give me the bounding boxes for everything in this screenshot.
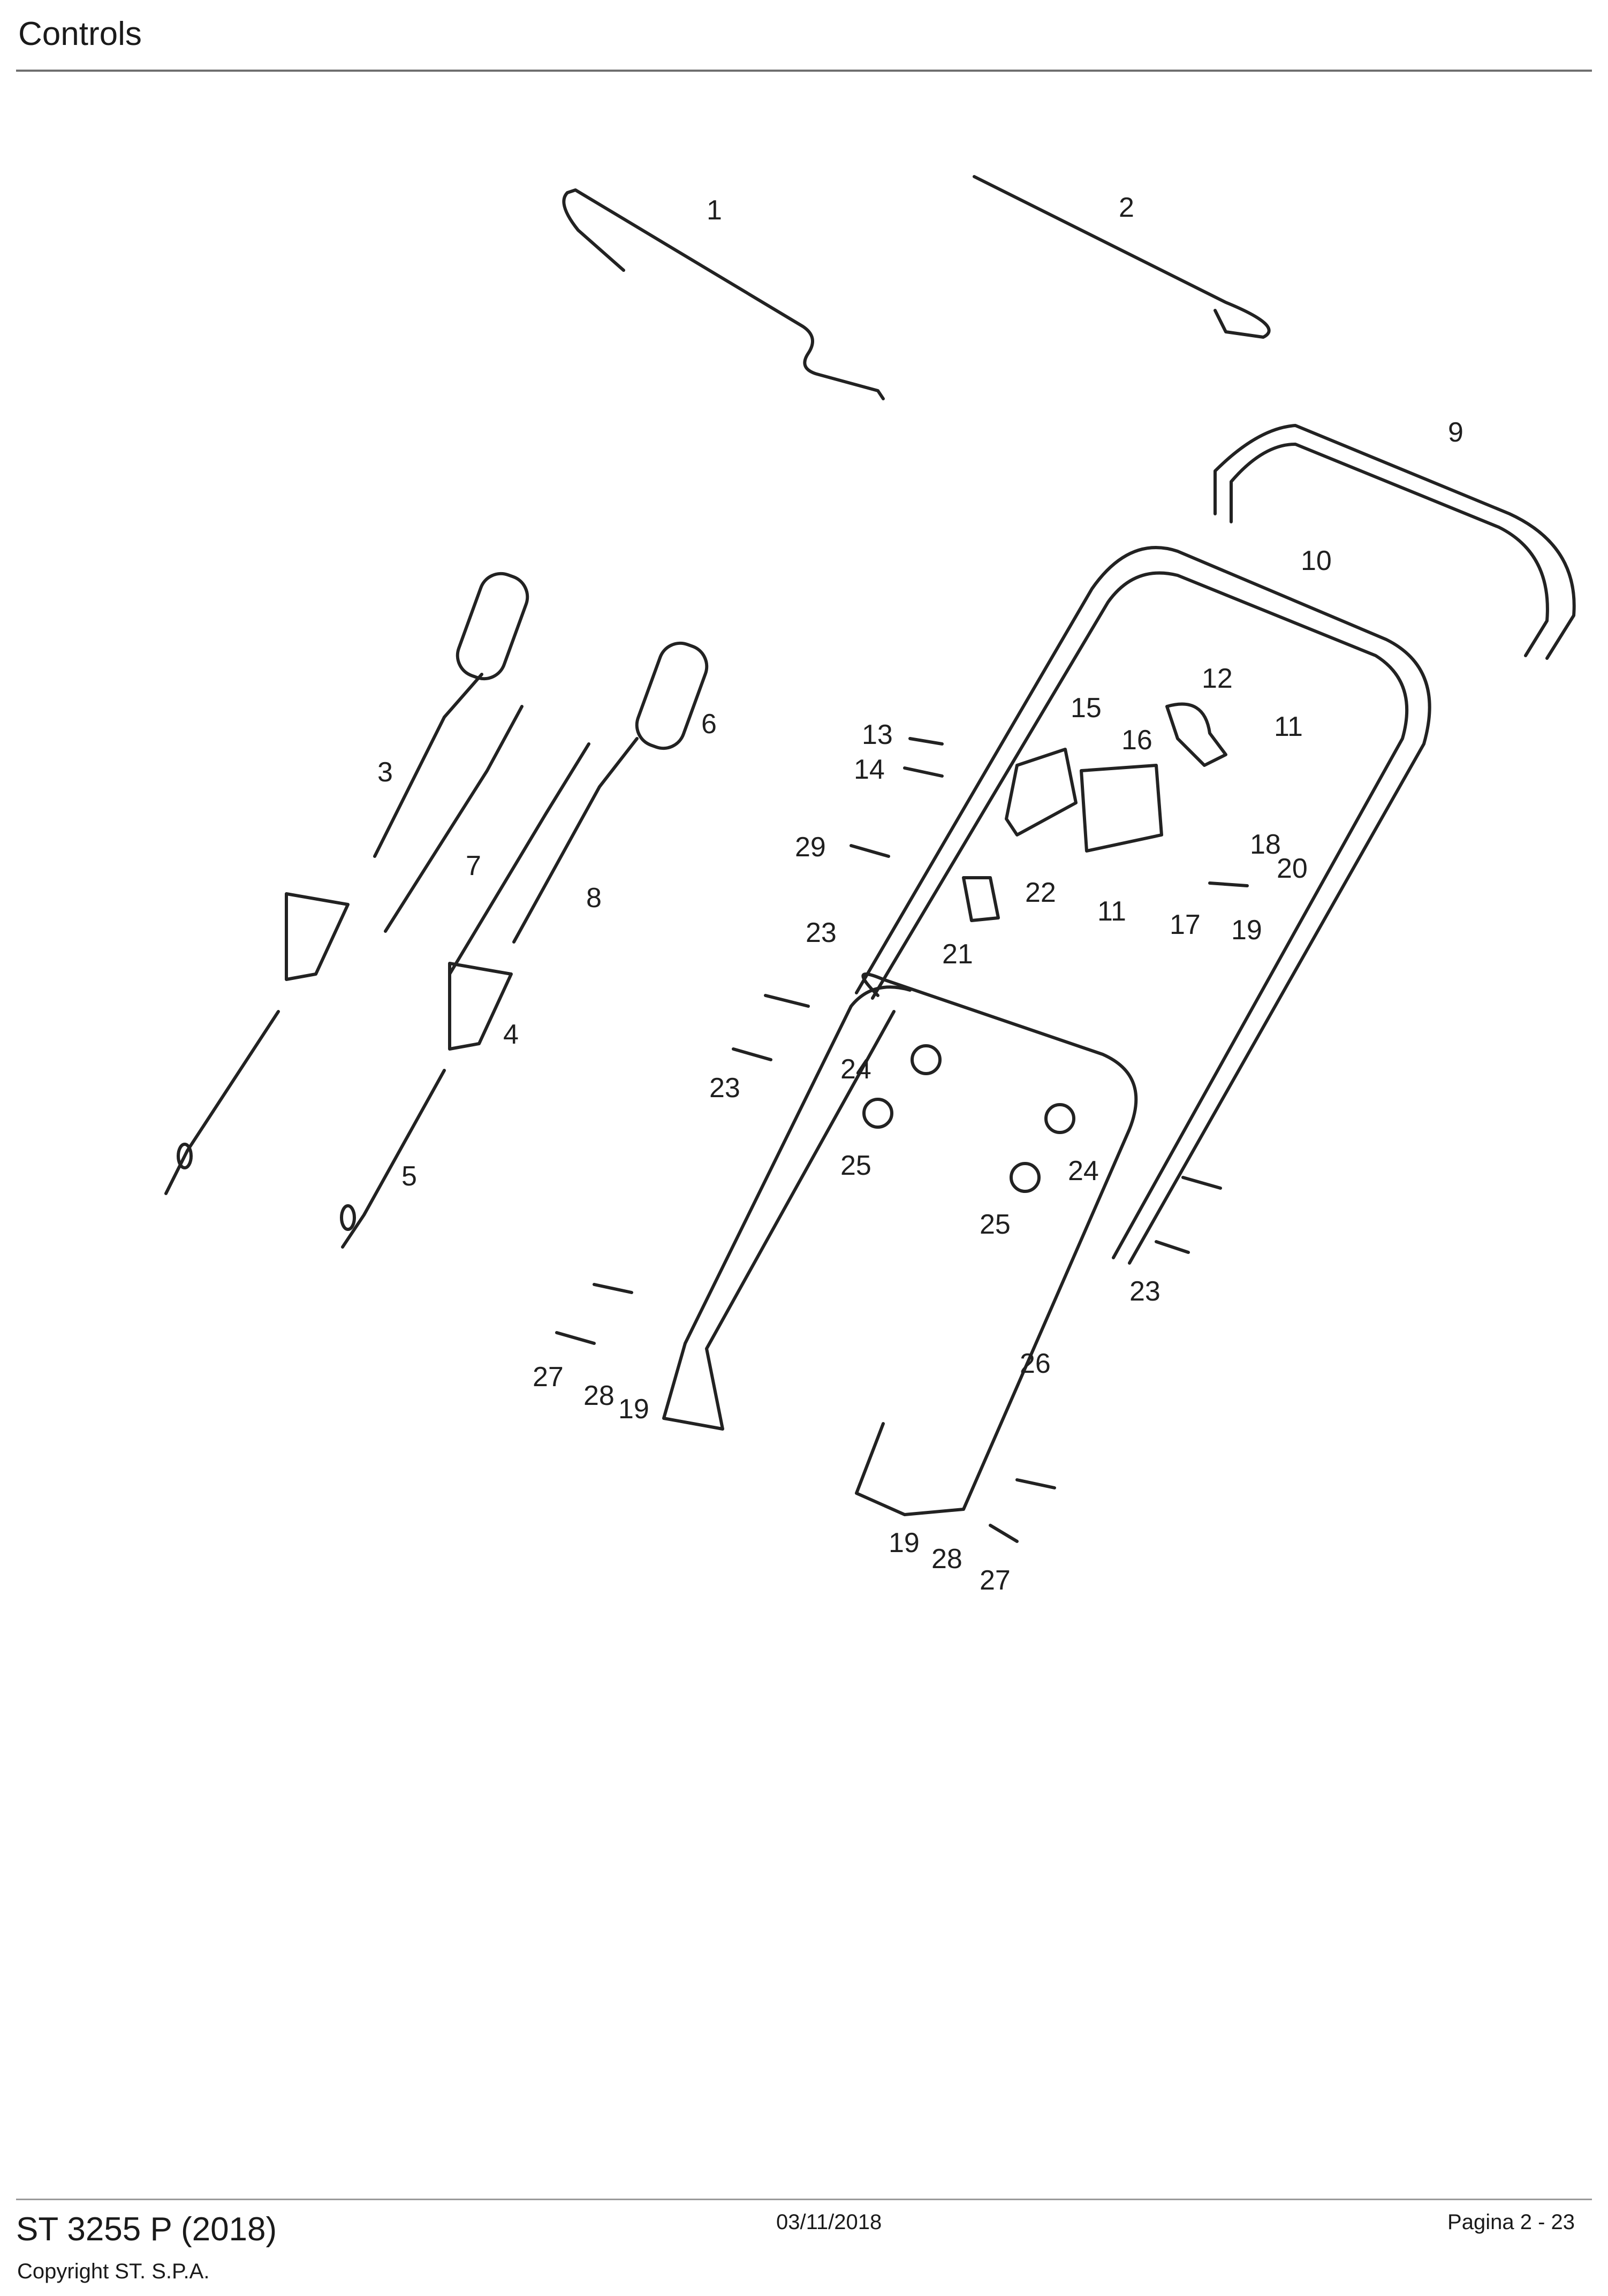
callout-19a: 19 bbox=[1231, 915, 1262, 946]
callout-23c: 23 bbox=[806, 917, 837, 948]
part-5-cable bbox=[340, 1069, 446, 1249]
callout-27b: 27 bbox=[980, 1565, 1011, 1596]
callout-6: 6 bbox=[701, 709, 717, 740]
part-2-rod bbox=[973, 175, 1271, 339]
callout-24b: 24 bbox=[1068, 1155, 1099, 1187]
part-6-grip-tube bbox=[456, 572, 709, 944]
part-10-upper-handle bbox=[855, 546, 1431, 1265]
callout-1: 1 bbox=[707, 195, 722, 226]
callout-23a: 23 bbox=[709, 1073, 740, 1104]
callout-29: 29 bbox=[795, 832, 826, 863]
header-divider bbox=[16, 70, 1592, 72]
callout-2: 2 bbox=[1119, 192, 1134, 223]
callout-15: 15 bbox=[1071, 693, 1102, 724]
callout-25a: 25 bbox=[840, 1150, 871, 1181]
callout-22: 22 bbox=[1025, 877, 1056, 908]
callout-18: 18 bbox=[1250, 829, 1281, 860]
callout-19b: 19 bbox=[618, 1394, 649, 1425]
footer-date: 03/11/2018 bbox=[776, 2210, 882, 2234]
part-7-bowden-cable bbox=[384, 705, 590, 976]
callout-28a: 28 bbox=[583, 1380, 615, 1411]
callout-24a: 24 bbox=[840, 1054, 871, 1085]
callout-7: 7 bbox=[466, 850, 481, 881]
footer-page-number: Pagina 2 - 23 bbox=[1447, 2210, 1575, 2234]
callout-16: 16 bbox=[1121, 725, 1152, 756]
part-3-cable bbox=[164, 673, 483, 1195]
footer-model: ST 3255 P (2018) bbox=[16, 2211, 277, 2248]
callout-20: 20 bbox=[1277, 853, 1308, 884]
callout-27a: 27 bbox=[533, 1362, 564, 1393]
footer-copyright: Copyright ST. S.P.A. bbox=[17, 2260, 210, 2283]
callout-9: 9 bbox=[1448, 417, 1463, 448]
callout-11b: 11 bbox=[1097, 896, 1126, 927]
callout-12: 12 bbox=[1202, 663, 1233, 694]
callout-4: 4 bbox=[503, 1019, 519, 1050]
callout-25b: 25 bbox=[980, 1209, 1011, 1240]
callout-28b: 28 bbox=[931, 1544, 962, 1575]
part-1-bail-wire bbox=[562, 188, 885, 400]
callout-10: 10 bbox=[1301, 545, 1332, 576]
callout-8: 8 bbox=[586, 883, 602, 914]
callout-14: 14 bbox=[854, 754, 885, 785]
page-title: Controls bbox=[18, 16, 142, 52]
footer-divider bbox=[16, 2199, 1592, 2200]
callout-3: 3 bbox=[377, 757, 393, 788]
callout-19c: 19 bbox=[889, 1527, 920, 1558]
callout-11a: 11 bbox=[1274, 711, 1303, 742]
knobs-and-bolts bbox=[555, 994, 1222, 1543]
callout-26: 26 bbox=[1020, 1348, 1051, 1379]
throttle-assembly bbox=[849, 702, 1249, 922]
callout-23b: 23 bbox=[1129, 1276, 1161, 1307]
callout-5: 5 bbox=[401, 1161, 417, 1192]
part-4-plates bbox=[285, 892, 513, 1051]
callout-21: 21 bbox=[942, 939, 973, 970]
part-9-handle-grip bbox=[1213, 424, 1576, 660]
part-26-lower-handle bbox=[662, 972, 1138, 1516]
callout-17: 17 bbox=[1170, 909, 1201, 940]
callout-13: 13 bbox=[862, 719, 893, 750]
